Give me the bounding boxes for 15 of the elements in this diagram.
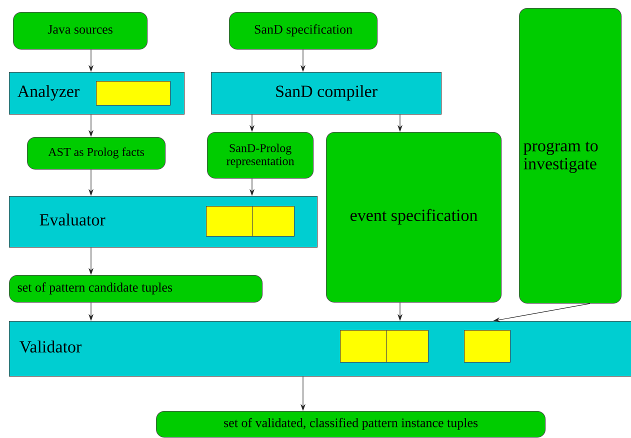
rounded-box: set of pattern candidate tuples <box>9 275 263 303</box>
component-box <box>206 206 253 237</box>
rounded-box: program to investigate <box>519 8 622 304</box>
rounded-box: AST as Prolog facts <box>27 137 166 170</box>
component-box <box>464 330 511 363</box>
rounded-box: Java sources <box>13 12 148 50</box>
component-box <box>252 206 295 237</box>
rounded-box: SanD-Prolog representation <box>207 132 314 179</box>
component-box <box>340 330 387 363</box>
rounded-box: SanD specification <box>229 12 378 50</box>
component-box <box>96 81 171 106</box>
component-box <box>386 330 429 363</box>
process-box: SanD compiler <box>211 72 442 115</box>
rounded-box: event specification <box>326 132 502 303</box>
rounded-box: set of validated, classified pattern instance tuples <box>156 411 546 438</box>
